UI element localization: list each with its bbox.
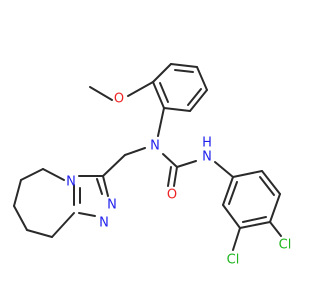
urea-nitrogen-label: N [150,139,160,154]
bond [173,166,178,187]
nh-hydrogen-label: H [202,136,212,151]
bond [261,170,281,195]
double-bond-inner [259,176,275,196]
triazole-nitrogen-b-label: N [99,216,109,231]
bond [157,107,165,137]
molecule-diagram: O N O H N C [13,63,292,268]
bond [239,221,271,229]
double-bond-inner [242,216,267,223]
urea-carbonyl: O [162,153,197,203]
double-bond-inner [159,82,169,103]
bond [170,63,198,68]
double-bond-inner [228,181,238,205]
bond [214,161,234,178]
bond [163,107,191,112]
bond [102,154,126,177]
bond [232,170,263,178]
double-bond-second [167,166,172,187]
bond [269,193,281,223]
bond [176,160,197,168]
bond [13,205,28,231]
bond [26,229,53,238]
bond [152,63,172,83]
bond [152,81,165,109]
triazole-ring: N N N [66,175,117,231]
bond [162,153,178,168]
double-bond-second [96,178,103,195]
carbonyl-oxygen-label: O [167,188,177,203]
bond [102,175,109,197]
bond [269,221,282,237]
bond [89,86,113,101]
triazole-nitrogen-a-label: N [107,198,117,213]
bond [222,204,241,229]
chlorine-bottom-label: Cl [227,253,240,268]
bond [20,168,44,181]
chlorine-top-label: Cl [279,238,292,253]
bond [42,168,65,181]
structure-drawing: O N O H N C [13,63,292,268]
dichlorophenyl-ring [222,170,281,229]
bond [222,176,234,206]
nh-nitrogen-label: N [202,150,212,165]
bond [232,227,241,251]
azepine-ring [13,168,75,238]
double-bond-inner [174,69,194,73]
methoxy-group: O [89,81,154,107]
bond [51,212,75,238]
bond [196,66,208,91]
bond [189,89,208,112]
double-bond-inner [187,88,202,106]
bond [127,81,154,97]
triazole-ring-nitrogen-label: N [66,175,76,190]
methoxyphenyl-ring [152,63,208,112]
methoxy-oxygen-label: O [114,92,124,107]
bond [124,147,146,156]
bond [78,212,96,217]
bond [13,179,22,207]
